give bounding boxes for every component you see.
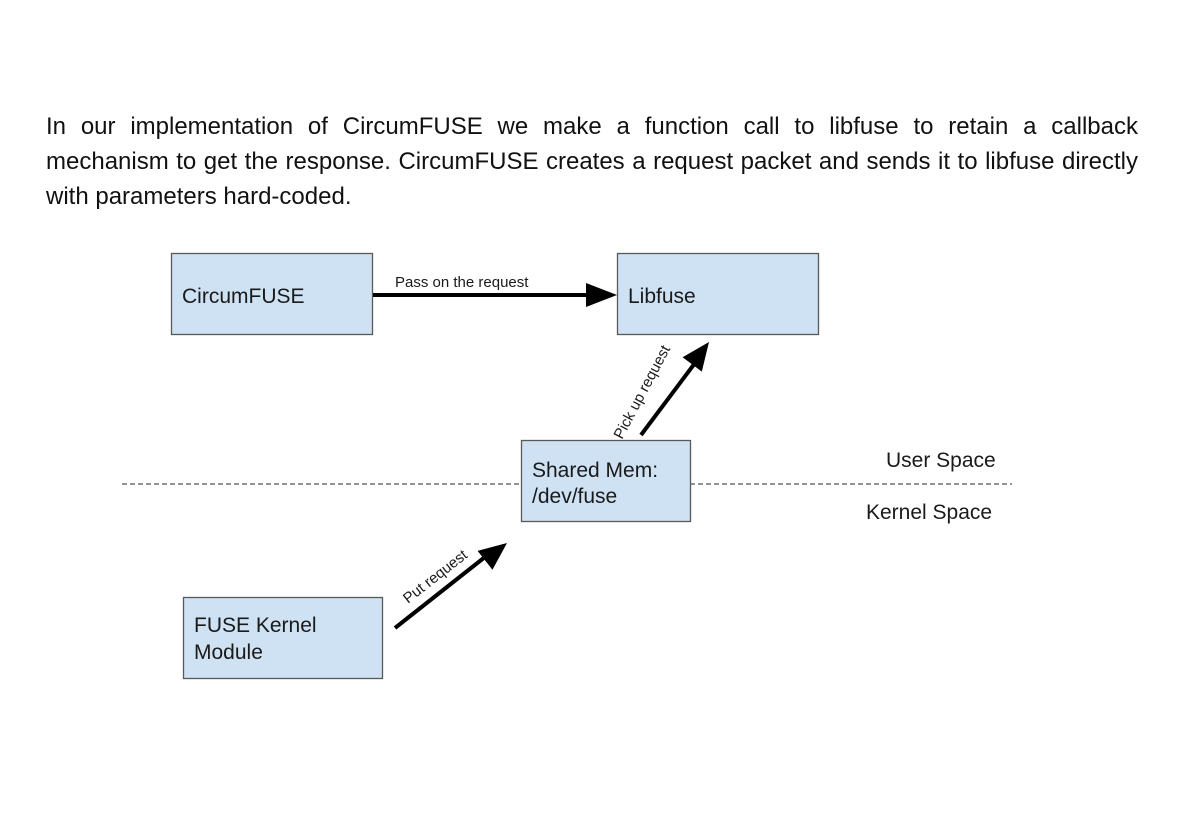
pass-request-arrowhead — [586, 283, 617, 307]
circumfuse-node: CircumFUSE — [170, 252, 374, 336]
libfuse-label: Libfuse — [628, 285, 696, 308]
put-request-arrowhead — [477, 543, 507, 570]
kernel-space-label: Kernel Space — [866, 501, 992, 524]
pick-up-request-label: Pick up request — [611, 342, 675, 442]
pass-request-label: Pass on the request — [395, 274, 529, 291]
circumfuse-label: CircumFUSE — [182, 285, 305, 308]
libfuse-node: Libfuse — [616, 252, 820, 336]
kernel-module-label-line1: FUSE Kernel — [194, 614, 317, 637]
pick-up-request-arrow: Pick up request — [611, 342, 709, 442]
libfuse-box — [616, 252, 820, 336]
intro-paragraph: In our implementation of CircumFUSE we m… — [46, 113, 1138, 210]
kernel-module-node: FUSE Kernel Module — [182, 596, 384, 680]
shared-mem-node: Shared Mem: /dev/fuse — [520, 439, 692, 523]
pick-up-request-arrow-line — [639, 361, 697, 437]
shared-mem-label-line1: Shared Mem: — [532, 459, 658, 482]
pick-up-request-arrowhead — [682, 342, 709, 372]
put-request-arrow-line — [393, 555, 487, 630]
pass-request-arrow: Pass on the request — [373, 274, 617, 307]
user-space-label: User Space — [886, 449, 996, 472]
kernel-module-box — [182, 596, 384, 680]
circumfuse-box — [170, 252, 374, 336]
shared-mem-label-line2: /dev/fuse — [532, 485, 617, 508]
kernel-module-label-line2: Module — [194, 641, 263, 664]
put-request-arrow: Put request — [393, 543, 507, 630]
shared-mem-box — [520, 439, 692, 523]
